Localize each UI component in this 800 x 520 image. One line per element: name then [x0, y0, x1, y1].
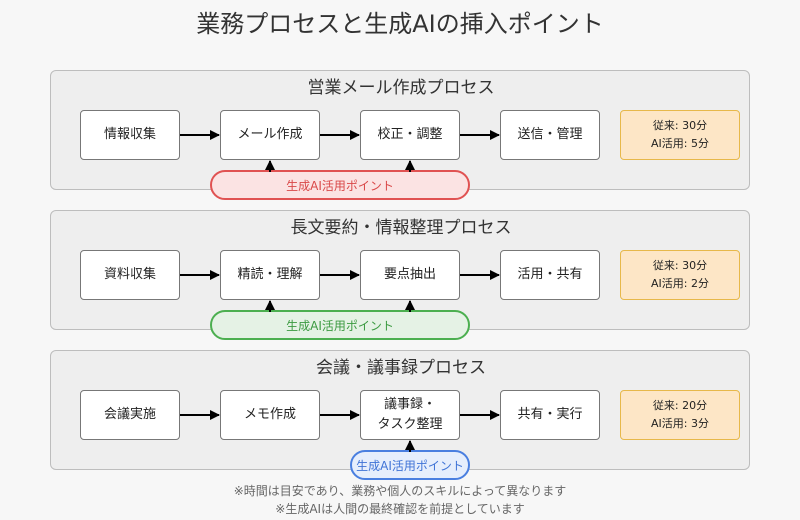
time-note: 従来: 30分 AI活用: 5分 — [620, 110, 740, 160]
step-box: 精読・理解 — [220, 250, 320, 300]
step-box: 資料収集 — [80, 250, 180, 300]
time-before: 従来: 20分 — [652, 399, 708, 412]
step-box: 活用・共有 — [500, 250, 600, 300]
time-note: 従来: 20分 AI活用: 3分 — [620, 390, 740, 440]
step-box: メモ作成 — [220, 390, 320, 440]
section-title: 会議・議事録プロセス — [316, 358, 486, 378]
section-title: 営業メール作成プロセス — [307, 78, 495, 98]
time-before: 従来: 30分 — [652, 119, 708, 132]
step-box: 議事録・ タスク整理 — [360, 390, 460, 440]
section-title: 長文要約・情報整理プロセス — [290, 218, 512, 238]
ai-point-badge: 生成AI活用ポイント — [210, 170, 470, 200]
step-box: 校正・調整 — [360, 110, 460, 160]
step-box: 情報収集 — [80, 110, 180, 160]
diagram-title: 業務プロセスと生成AIの挿入ポイント — [196, 10, 604, 38]
step-box: 共有・実行 — [500, 390, 600, 440]
time-note: 従来: 30分 AI活用: 2分 — [620, 250, 740, 300]
footnote: ※時間は目安であり、業務や個人のスキルによって異なります — [233, 484, 567, 498]
time-after: AI活用: 5分 — [651, 137, 709, 150]
time-after: AI活用: 2分 — [651, 277, 709, 290]
time-before: 従来: 30分 — [652, 259, 708, 272]
ai-point-badge: 生成AI活用ポイント — [210, 310, 470, 340]
time-after: AI活用: 3分 — [651, 417, 709, 430]
step-box: 送信・管理 — [500, 110, 600, 160]
ai-point-badge: 生成AI活用ポイント — [350, 450, 470, 480]
step-box: 会議実施 — [80, 390, 180, 440]
step-box: 要点抽出 — [360, 250, 460, 300]
footnote: ※生成AIは人間の最終確認を前提としています — [275, 502, 525, 516]
step-box: メール作成 — [220, 110, 320, 160]
